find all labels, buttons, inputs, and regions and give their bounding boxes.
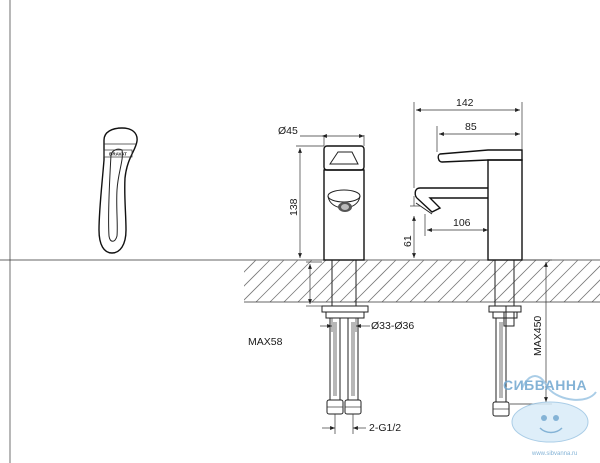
dim-spout-height: 61 (402, 196, 420, 258)
dim-thread: 2-G1/2 (322, 414, 401, 434)
dim-diameter-top: Ø45 (278, 125, 365, 146)
watermark-url: www.sibvanna.ru (531, 451, 577, 457)
hatch-stroke (437, 260, 481, 302)
hatch-stroke (283, 260, 327, 302)
hatch-stroke (367, 260, 411, 302)
hatch-stroke (563, 265, 600, 302)
hatch-stroke (381, 260, 425, 302)
hatch-stroke (395, 260, 439, 302)
wall-hatching (200, 260, 600, 302)
hatch-stroke (549, 260, 593, 302)
hatch-stroke (577, 279, 600, 302)
hatch-stroke (535, 260, 579, 302)
hatch-stroke (521, 260, 565, 302)
watermark-title: СИБВАННА (503, 377, 587, 393)
faucet-front-view (321, 145, 369, 415)
faucet-profile-view (414, 149, 523, 417)
dim-max-hose-label: MAX450 (532, 316, 544, 356)
dim-total-width-label: 142 (456, 97, 474, 109)
hatch-stroke (269, 260, 313, 302)
hatch-stroke (311, 260, 355, 302)
hatch-stroke (479, 260, 523, 302)
dim-body-height-label: 138 (288, 198, 300, 216)
dim-lever-width-label: 85 (465, 121, 477, 133)
hatch-stroke (591, 293, 600, 302)
hatch-stroke (353, 260, 397, 302)
hatch-stroke (451, 260, 495, 302)
hatch-stroke (493, 260, 537, 302)
hatch-stroke (255, 260, 299, 302)
hatch-stroke (507, 260, 551, 302)
hatch-stroke (244, 260, 257, 273)
hatch-stroke (244, 260, 285, 301)
hatch-stroke (325, 260, 369, 302)
dim-max-hose: MAX450 (510, 259, 552, 405)
hatch-stroke (297, 260, 341, 302)
lever-side-view: BRAVAT (98, 127, 138, 254)
hatch-stroke (423, 260, 467, 302)
watermark: СИБВАННА www.sibvanna.ru (503, 375, 597, 457)
brand-logo: BRAVAT (109, 152, 127, 157)
hatch-stroke (465, 260, 509, 302)
dim-max-thickness-label: MAX58 (248, 336, 283, 348)
dim-max-thickness: MAX58 (248, 261, 322, 348)
dim-total-width: 142 (413, 97, 523, 188)
dim-spout-reach-label: 106 (453, 217, 471, 229)
hatch-stroke (339, 260, 383, 302)
dim-thread-label: 2-G1/2 (369, 422, 401, 434)
dim-spout-reach: 106 (424, 214, 488, 236)
hatch-stroke (409, 260, 453, 302)
dim-supply-range-label: Ø33-Ø36 (371, 320, 414, 332)
hatch-stroke (200, 260, 242, 302)
dim-diameter-top-label: Ø45 (278, 125, 298, 137)
dim-spout-height-label: 61 (402, 235, 414, 247)
dim-body-height: 138 (288, 145, 324, 258)
dim-lever-width: 85 (436, 121, 520, 152)
dim-supply-range: Ø33-Ø36 (320, 318, 414, 332)
hatch-stroke (244, 260, 271, 287)
